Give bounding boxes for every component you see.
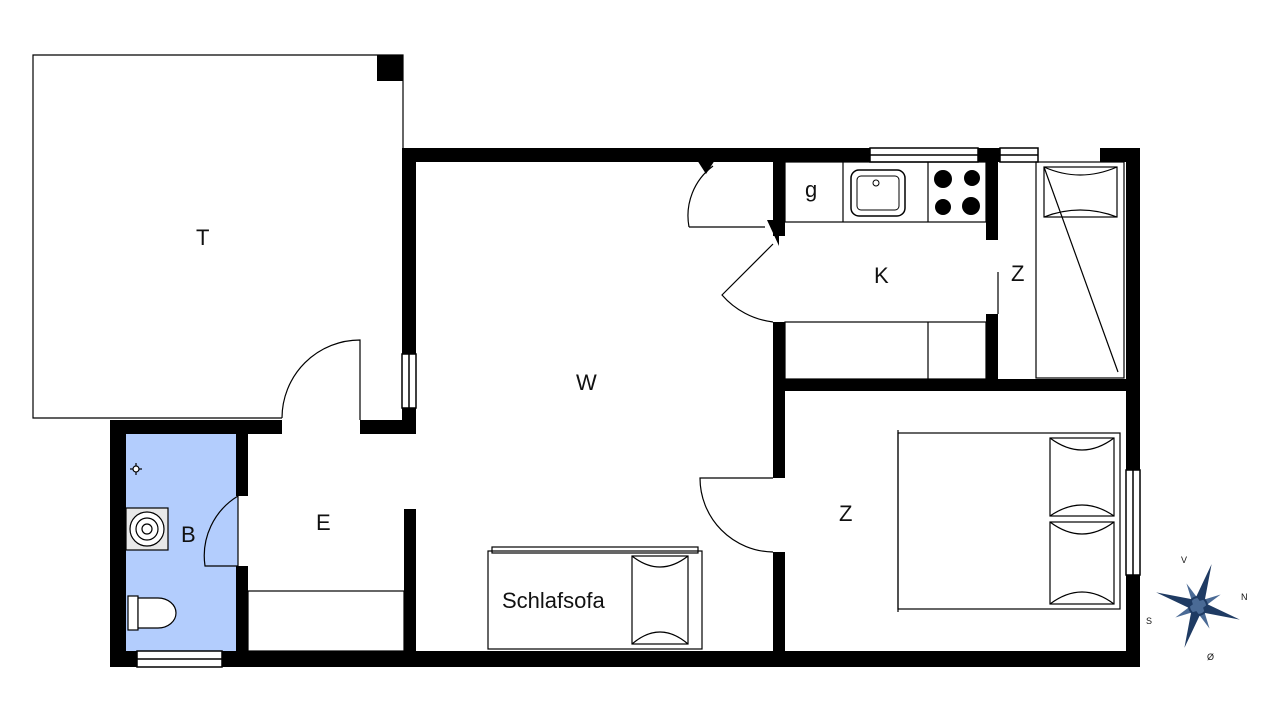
compass-south-label: S [1146, 616, 1152, 626]
room-label-small-room: Z [1011, 261, 1024, 286]
room-label-pantry: g [805, 177, 817, 202]
terrace [32, 54, 404, 419]
door-swings [203, 165, 999, 567]
compass-north-label: N [1241, 592, 1248, 602]
bath-fixtures [125, 463, 177, 631]
sofa-bed-label: Schlafsofa [502, 588, 605, 613]
windows [136, 147, 1141, 668]
drain-icon [130, 463, 142, 475]
stove-icon [934, 170, 980, 215]
room-label-bath: B [181, 522, 196, 547]
kitchen-counter [784, 161, 987, 223]
room-label-entry: E [316, 510, 331, 535]
room-label-terrace: T [196, 225, 209, 250]
walls [110, 148, 1140, 667]
compass-west-label: V [1181, 555, 1187, 565]
toilet-icon [127, 595, 177, 631]
double-bed [897, 430, 1121, 612]
kitchen-bench [784, 321, 987, 380]
bunk-bed [1035, 161, 1125, 379]
entry-shelf [247, 590, 405, 652]
compass-east-label: Ø [1207, 652, 1214, 662]
room-label-living: W [576, 370, 597, 395]
room-label-kitchen: K [874, 263, 889, 288]
compass-rose-icon [1156, 564, 1240, 648]
sink-basin-icon [125, 507, 169, 551]
room-label-large-room: Z [839, 501, 852, 526]
sofa-bed [487, 546, 703, 650]
